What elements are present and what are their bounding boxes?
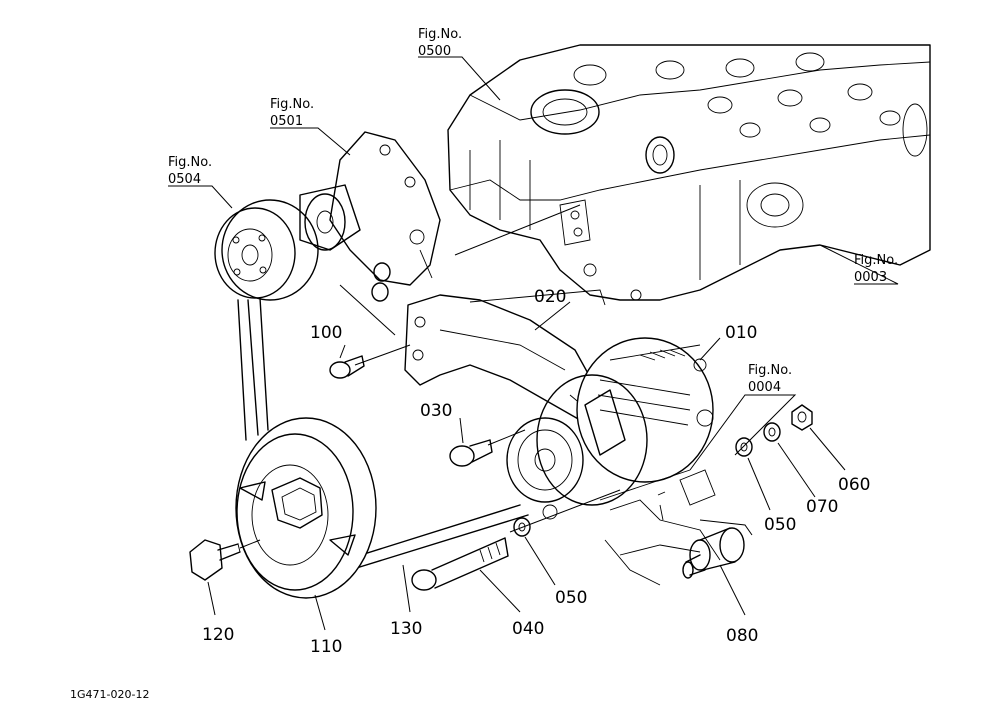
part-label-050-upper[interactable]: 050 (764, 515, 796, 535)
collar-080-drawing (682, 527, 745, 579)
drawing-code: 1G471-020-12 (70, 688, 149, 701)
lower-engine-drawing (604, 491, 721, 586)
fig-ref-0500-number: 0500 (418, 44, 451, 59)
nut-060-drawing (791, 404, 813, 431)
part-label-010[interactable]: 010 (725, 323, 757, 343)
v-belt-drawing (237, 297, 529, 571)
fig-ref-0003[interactable]: Fig.No. 0003 (854, 253, 898, 285)
water-pump-drawing (299, 131, 441, 302)
washer-050-lower-drawing (513, 517, 531, 537)
fig-ref-0501-number: 0501 (270, 114, 303, 129)
part-label-040[interactable]: 040 (512, 619, 544, 639)
part-label-110[interactable]: 110 (310, 637, 342, 657)
part-label-030[interactable]: 030 (420, 401, 452, 421)
part-label-020[interactable]: 020 (534, 287, 566, 307)
fig-ref-0003-title: Fig.No. (854, 253, 898, 268)
assembly-guide-lines (239, 204, 760, 549)
fan-pulley-drawing (214, 199, 319, 301)
lock-washer-070-drawing (763, 422, 781, 442)
fig-ref-0004[interactable]: Fig.No. 0004 (748, 363, 792, 395)
fig-ref-0004-number: 0004 (748, 380, 781, 395)
fig-ref-0500-title: Fig.No. (418, 27, 462, 42)
fig-ref-0003-number: 0003 (854, 270, 887, 285)
bolt-040-drawing (411, 537, 509, 591)
part-label-060[interactable]: 060 (838, 475, 870, 495)
fig-ref-0504[interactable]: Fig.No. 0504 (168, 155, 212, 187)
alternator-drawing (506, 337, 716, 520)
cylinder-head-drawing (447, 44, 931, 301)
part-label-080[interactable]: 080 (726, 626, 758, 646)
part-label-100[interactable]: 100 (310, 323, 342, 343)
part-label-130[interactable]: 130 (390, 619, 422, 639)
bolt-030-drawing (449, 439, 493, 467)
fig-ref-0004-title: Fig.No. (748, 363, 792, 378)
part-label-070[interactable]: 070 (806, 497, 838, 517)
fig-ref-0501-title: Fig.No. (270, 97, 314, 112)
fig-ref-0500[interactable]: Fig.No. 0500 (418, 27, 462, 59)
fig-ref-0501[interactable]: Fig.No. 0501 (270, 97, 314, 129)
bolt-100-drawing (329, 355, 365, 379)
leader-lines (168, 56, 899, 631)
part-label-050-lower[interactable]: 050 (555, 588, 587, 608)
crank-pulley-drawing (235, 417, 377, 599)
bolt-120-drawing (189, 539, 241, 581)
washer-050-upper-drawing (735, 437, 753, 457)
part-label-120[interactable]: 120 (202, 625, 234, 645)
fig-ref-0504-number: 0504 (168, 172, 201, 187)
fig-ref-0504-title: Fig.No. (168, 155, 212, 170)
part-labels: 010 020 030 040 050 050 060 070 080 100 … (202, 287, 870, 657)
